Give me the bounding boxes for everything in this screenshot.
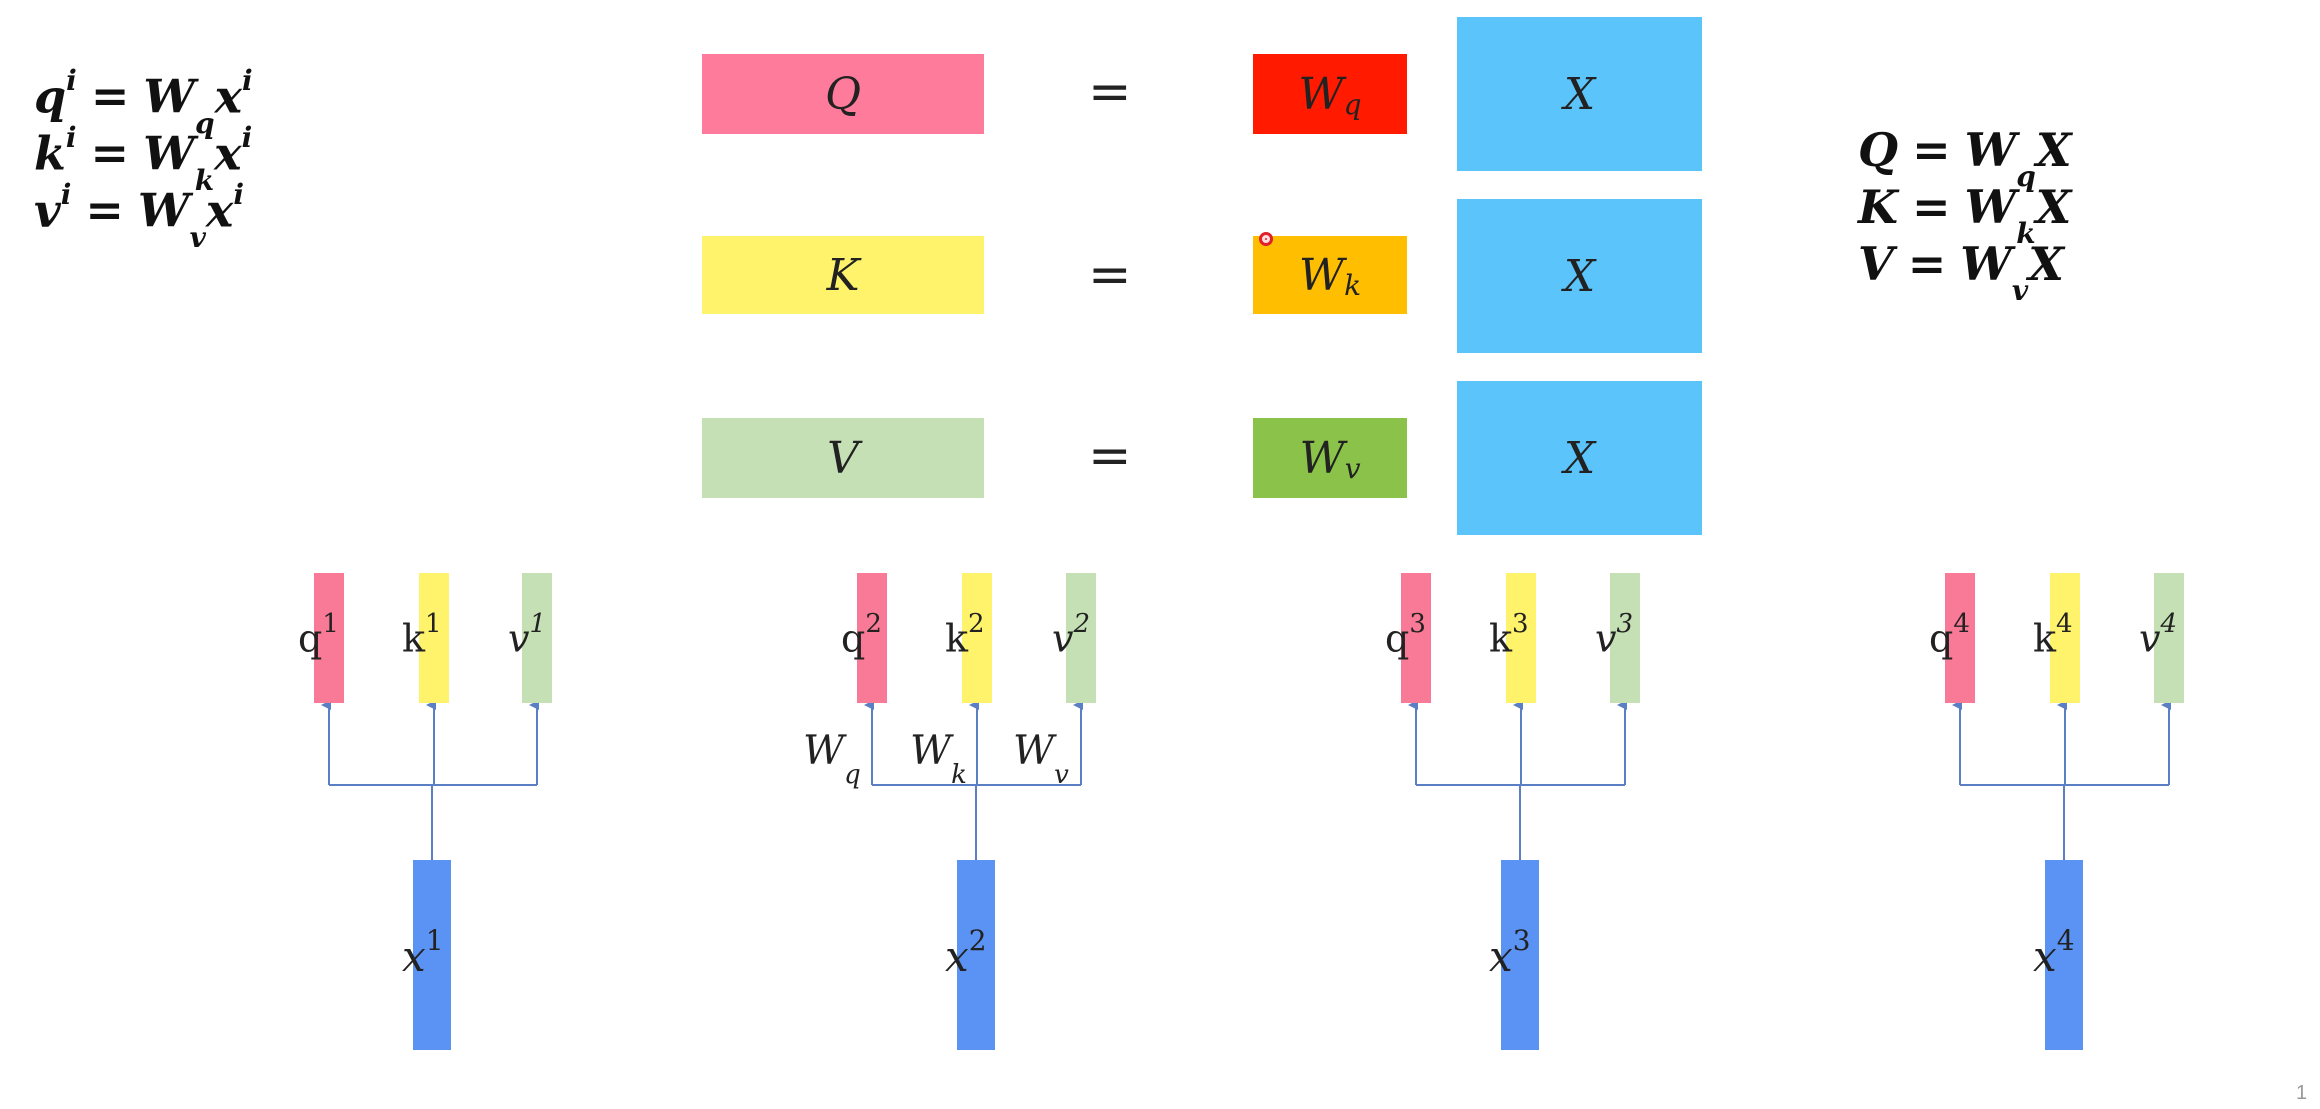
x-label: x2: [945, 924, 987, 981]
equals-sign: =: [1088, 62, 1132, 122]
v-vector: [1066, 573, 1096, 703]
formula-Q-matrix: Q=WqX: [1858, 123, 2072, 194]
q-vector: [857, 573, 887, 703]
k-vector: [1506, 573, 1536, 703]
x-vector: [413, 860, 451, 1050]
x-label: x1: [402, 924, 444, 981]
v-label: v2: [1052, 609, 1091, 661]
page-number: 1: [2296, 1082, 2308, 1104]
formula-K-matrix: K=WkX: [1858, 180, 2072, 251]
q-vector: [1945, 573, 1975, 703]
connector-lines: [321, 700, 2171, 860]
matrix-X: X: [1457, 199, 1702, 353]
x-vector: [1501, 860, 1539, 1050]
x-vector: [957, 860, 995, 1050]
matrix-X: X: [1457, 381, 1702, 535]
k-vector: [2050, 573, 2080, 703]
k-vector: [419, 573, 449, 703]
v-vector: [522, 573, 552, 703]
q-label: q1: [298, 609, 339, 661]
k-label: k3: [1489, 609, 1529, 661]
matrix-V: V: [702, 418, 984, 498]
matrix-Q: Q: [702, 54, 984, 134]
formula-k: ki=Wkxi: [34, 121, 253, 197]
q-vector: [1401, 573, 1431, 703]
q-label: q2: [841, 609, 882, 661]
x-label: x3: [1489, 924, 1531, 981]
q-label: q4: [1929, 609, 1970, 661]
k-vector: [962, 573, 992, 703]
x-label: x4: [2033, 924, 2075, 981]
equals-sign: =: [1088, 426, 1132, 486]
formula-q: qi=Wqxi: [34, 64, 253, 140]
v-label: v1: [508, 609, 547, 661]
formula-V-matrix: V=WvX: [1858, 237, 2064, 308]
k-label: k4: [2033, 609, 2073, 661]
weight-label-wk: Wk: [910, 728, 967, 790]
weight-label-wv: Wv: [1013, 728, 1069, 790]
q-vector: [314, 573, 344, 703]
v-vector: [1610, 573, 1640, 703]
weight-label-wq: Wq: [803, 728, 861, 790]
matrix-K: K: [702, 236, 984, 314]
v-label: v3: [1595, 609, 1634, 661]
matrix-X: X: [1457, 17, 1702, 171]
q-label: q3: [1385, 609, 1426, 661]
k-label: k2: [945, 609, 985, 661]
equals-sign: =: [1088, 245, 1132, 305]
x-vector: [2045, 860, 2083, 1050]
v-label: v4: [2139, 609, 2178, 661]
v-vector: [2154, 573, 2184, 703]
k-label: k1: [402, 609, 442, 661]
formula-v: vi=Wvxi: [34, 178, 244, 254]
laser-pointer-icon: [1259, 232, 1273, 246]
